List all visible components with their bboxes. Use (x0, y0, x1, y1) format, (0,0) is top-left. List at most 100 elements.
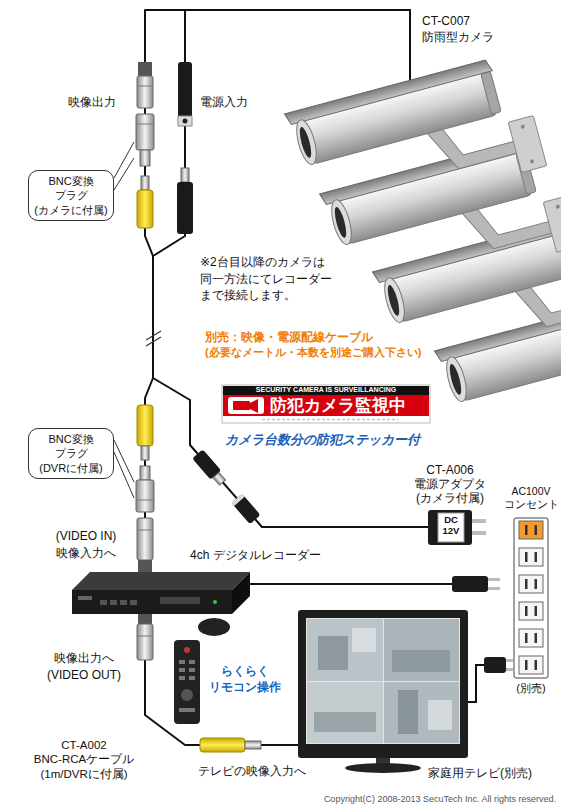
text-slot: 映像出力へ (VIDEO OUT) (38, 650, 130, 684)
text-slot: 映像出力 (68, 95, 116, 110)
recorder-body (120, 600, 127, 605)
bnc-jack (137, 614, 153, 660)
television: 家庭用テレビ(別売) (298, 610, 468, 758)
outlet-strip (514, 518, 548, 678)
text-slot: らくらく リモコン操作 (205, 664, 285, 695)
leader-line (114, 142, 134, 178)
rca-plug (141, 176, 149, 190)
bnc-jack (137, 624, 153, 660)
cable-note: 別売：映像・電源配線ケーブル (205, 330, 373, 345)
outlet-strip (535, 579, 538, 589)
rca-plug (200, 738, 245, 752)
node-label: CT-C007 (422, 14, 470, 29)
text-slot: カメラ台数分の防犯ステッカー付 (225, 432, 420, 448)
outlet-strip (525, 525, 528, 535)
camera-illustration (284, 52, 546, 228)
tv-monitor (398, 690, 418, 734)
text-slot: テレビの映像入力へ (198, 764, 306, 779)
adapter-body (428, 510, 472, 545)
outlet-strip (525, 579, 528, 589)
text-slot: 別売：映像・電源配線ケーブル (205, 330, 373, 345)
adapter-body (472, 531, 486, 535)
bnc-jack (137, 76, 153, 108)
recorder-body (72, 572, 250, 614)
dc-jack (232, 494, 261, 524)
cable-note: (必要なメートル・本数を別途ご購入下さい) (205, 346, 421, 360)
bnc-jack (138, 614, 152, 624)
dc-plug (177, 182, 193, 234)
recorder-body (72, 572, 250, 590)
tv-monitor (298, 610, 468, 773)
bnc-adapter-plug (136, 500, 154, 501)
power-cord (468, 665, 484, 702)
part-number: CT-A002 (22, 738, 146, 753)
text-slot: (必要なメートル・本数を別途ご購入下さい) (205, 346, 421, 360)
recorder-body (232, 572, 250, 614)
node-label: DC 12V (438, 514, 464, 536)
remote-control (189, 676, 195, 680)
text-slot: BNC-RCAケーブル (1m/DVRに付属) (22, 752, 146, 782)
node-label: 防犯カメラ監視中 (270, 395, 406, 416)
node-label: (別売) (508, 682, 554, 696)
remote-control (179, 676, 185, 680)
recorder-body (160, 597, 200, 604)
outlet-strip (535, 552, 538, 562)
dc-plug (181, 168, 189, 182)
rca-plug (137, 405, 153, 460)
text-slot: 家庭用テレビ(別売) (428, 766, 532, 781)
mouse-icon (198, 618, 230, 636)
bnc-jack (138, 62, 152, 76)
camera-unit: CT-C007防雨型カメラ (296, 80, 556, 175)
dc-jack (232, 494, 245, 506)
outlet-strip (519, 656, 543, 674)
node-label: SECURITY CAMERA IS SURVEILLANCING (222, 386, 430, 394)
adapter-body (428, 510, 486, 545)
text-slot: CT-A002 (22, 738, 146, 753)
text-slot: SECURITY CAMERA IS SURVEILLANCING (222, 386, 430, 394)
node-label: 家庭用テレビ(別売) (428, 766, 532, 781)
bnc-jack (137, 62, 153, 108)
rca-plug (141, 446, 149, 460)
tv-monitor (352, 628, 376, 652)
sticker-graphic (262, 419, 398, 421)
dc-jack (232, 494, 261, 524)
bnc-adapter-plug (136, 124, 154, 125)
leader-line (114, 158, 134, 190)
security-sticker: SECURITY CAMERA IS SURVEILLANCING防犯カメラ監視… (222, 385, 430, 423)
text-slot: CT-A006 電源アダプタ (カメラ付属) (400, 463, 500, 505)
text-slot: 電源入力 (200, 95, 248, 110)
outlet-strip (525, 633, 528, 643)
power-adapter: CT-A006 電源アダプタ (カメラ付属)DC 12V (428, 510, 472, 545)
remote-note: らくらく リモコン操作 (205, 664, 285, 695)
remote-control (189, 668, 195, 672)
port-label: 映像出力 (68, 95, 116, 110)
rca-plug (137, 176, 153, 228)
recorder-body (78, 596, 92, 600)
port-label: テレビの映像入力へ (198, 764, 306, 779)
rca-plug (245, 741, 261, 749)
text-slot: DC 12V (438, 514, 464, 536)
part-name: BNC-RCAケーブル (1m/DVRに付属) (22, 752, 146, 782)
text-slot: 4ch デジタルレコーダー (190, 548, 321, 563)
text-slot: 防犯カメラ監視中 (270, 395, 406, 416)
remote-control (179, 668, 185, 672)
bnc-adapter-plug (136, 114, 154, 166)
remote-control (184, 647, 190, 653)
sticker-graphic (250, 399, 258, 413)
sticker-graphic (228, 397, 264, 414)
outlet-strip (535, 525, 538, 535)
rca-plug (200, 738, 261, 752)
sticker-graphic (223, 395, 429, 416)
recorder-body (130, 600, 137, 605)
callout-text: BNC変換 プラグ (DVRに付属) (33, 432, 109, 475)
note-text: ※2台目以降のカメラは 同一方法にてレコーダー まで接続します。 (200, 254, 340, 304)
tv-monitor (392, 650, 450, 672)
remote-control (179, 660, 185, 664)
sticker-graphic (222, 385, 430, 423)
tv-monitor (298, 610, 468, 758)
power-cord (506, 659, 513, 662)
power-cord (506, 668, 513, 671)
power-outlet: AC100V コンセント(別売) (514, 518, 548, 678)
dc-jack (178, 116, 192, 126)
